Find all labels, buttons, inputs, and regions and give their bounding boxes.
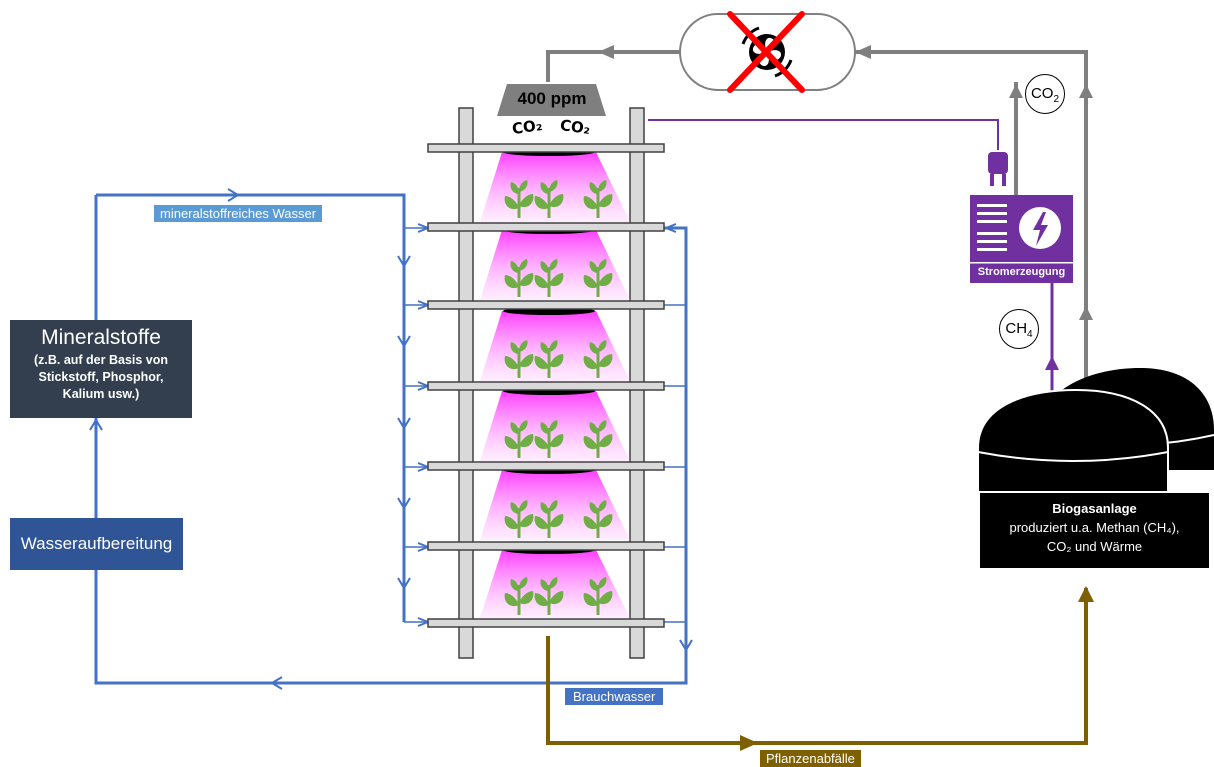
stromerzeugung-label: Stromerzeugung	[970, 266, 1073, 278]
mineralstoffe-box: Mineralstoffe (z.B. auf der Basis von St…	[10, 320, 192, 418]
mineral-water-label: mineralstoffreiches Wasser	[154, 205, 322, 222]
ch4-circle-text: CH	[1005, 320, 1027, 337]
fan-unit	[680, 14, 855, 90]
methane-arrow-up	[1045, 356, 1059, 370]
waste-arrow-up	[1078, 586, 1094, 602]
biogas-line2: CO₂ und Wärme	[980, 537, 1209, 556]
waste-arrow-right	[740, 735, 758, 751]
co2-circle: CO2	[1025, 74, 1065, 114]
power-cable	[648, 120, 998, 150]
co2-arrow-up-1	[1009, 84, 1023, 98]
vertical-farm-rack	[428, 108, 664, 658]
co2-arrow-up-2	[1079, 84, 1093, 98]
biogas-title: Biogasanlage	[980, 499, 1209, 518]
ppm-value: 400 ppm	[500, 89, 604, 109]
mineralstoffe-detail: (z.B. auf der Basis von Stickstoff, Phos…	[10, 350, 192, 403]
co2-circle-text: CO	[1031, 85, 1054, 102]
biogas-line1: produziert u.a. Methan (CH₄),	[980, 518, 1209, 537]
biogas-info-box: Biogasanlage produziert u.a. Methan (CH₄…	[980, 493, 1209, 568]
lightning-bolt-icon	[1019, 207, 1061, 249]
pflanzenabfaelle-label: Pflanzenabfälle	[760, 750, 861, 767]
co2-circle-sub: 2	[1053, 94, 1059, 105]
plant-waste-line	[548, 588, 1086, 743]
ch4-circle: CH4	[999, 309, 1039, 349]
ch4-circle-sub: 4	[1027, 329, 1033, 340]
wasseraufbereitung-box: Wasseraufbereitung	[10, 518, 183, 570]
co2-arrow-left-2	[855, 45, 871, 59]
wasseraufbereitung-label: Wasseraufbereitung	[21, 534, 173, 553]
brauchwasser-label: Brauchwasser	[565, 688, 663, 705]
co2-arrow-up-3	[1079, 306, 1093, 320]
mineralstoffe-title: Mineralstoffe	[10, 326, 192, 350]
biogas-dome-icon	[978, 368, 1214, 492]
plug-icon	[988, 152, 1008, 186]
co2-arrow-left	[598, 45, 614, 59]
